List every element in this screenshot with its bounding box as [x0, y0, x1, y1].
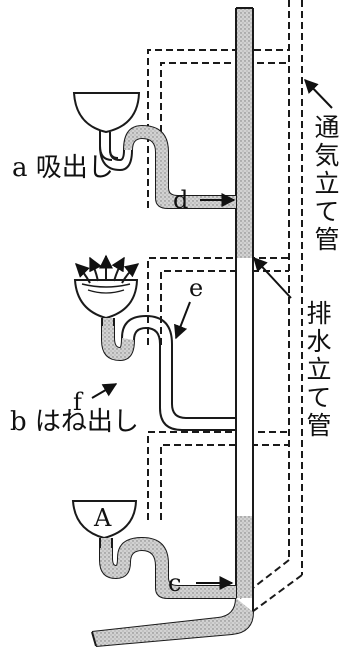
- vent-stack-pointer: [304, 78, 333, 109]
- vent-stack: [239, 0, 303, 613]
- drain-stack-label: 排水立て管: [303, 300, 332, 440]
- pointer-arrows: [91, 78, 333, 590]
- point-c-label: c: [168, 569, 182, 597]
- point-f-label: f: [73, 388, 82, 416]
- fixture-third-trap: [99, 536, 236, 599]
- drain-stack-pointer: [253, 256, 292, 299]
- fixture-b-trap: [101, 314, 236, 431]
- splash-arrows: [75, 254, 140, 284]
- drain-stack: [91, 7, 254, 647]
- vent-stack-label: 通気立て管: [311, 114, 340, 254]
- siphonage-label: a 吸出し: [12, 153, 114, 183]
- blowout-label: b はね出し: [10, 407, 139, 437]
- point-e-pointer: [174, 301, 191, 340]
- point-d-label: d: [173, 186, 189, 214]
- fixture-b-bowl: [73, 279, 139, 320]
- point-f-pointer: [91, 383, 118, 399]
- point-e-label: e: [189, 274, 204, 302]
- fixture-third-bowl: [71, 500, 138, 540]
- fixture-a-trap: [99, 124, 236, 209]
- branch-vents: [147, 49, 289, 520]
- point-a-label: A: [94, 504, 112, 532]
